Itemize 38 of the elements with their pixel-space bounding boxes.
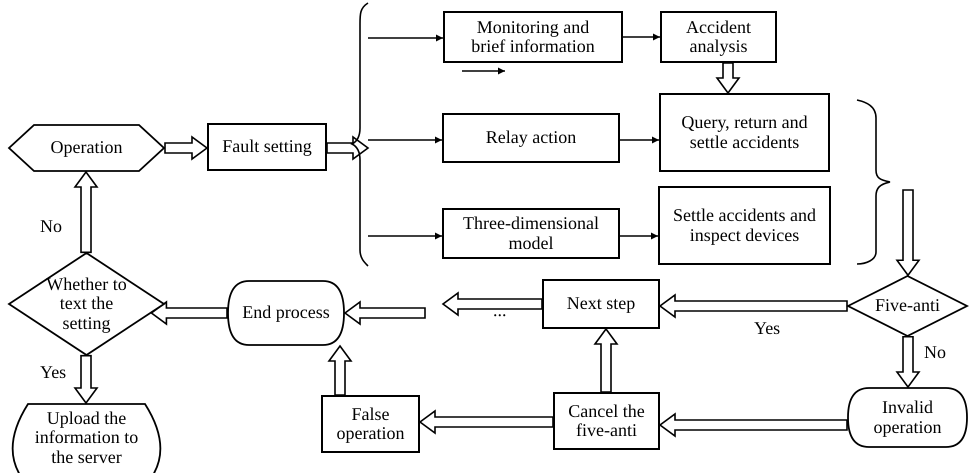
block-arrow: [326, 135, 370, 161]
process-box: Query, return and settle accidents: [659, 93, 830, 172]
block-arrow: [164, 135, 208, 161]
block-arrow: [895, 336, 921, 388]
process-box: Cancel the five-anti: [553, 392, 660, 450]
arrow: [368, 232, 442, 240]
process-box: Monitoring and brief information: [443, 11, 623, 63]
block-arrow: [658, 412, 848, 438]
block-arrow: [658, 293, 848, 319]
terminal-hexagon: Operation: [8, 124, 165, 172]
process-box: Relay action: [442, 113, 620, 163]
rounded-box: End process: [227, 280, 345, 346]
process-box: Next step: [542, 279, 660, 329]
arrow: [620, 232, 658, 240]
block-arrow: [327, 344, 353, 396]
decision-diamond: Whether to text the setting: [8, 252, 165, 356]
decision-diamond: Five-anti: [847, 275, 968, 337]
block-arrow: [150, 300, 228, 326]
process-box: False operation: [321, 395, 420, 453]
process-box: Settle accidents and inspect devices: [658, 186, 831, 265]
block-arrow: [344, 300, 426, 326]
rounded-box: Invalid operation: [847, 387, 968, 448]
process-box: Fault setting: [207, 123, 327, 171]
block-arrow: [593, 328, 619, 393]
arrow: [620, 136, 659, 144]
process-box: Accident analysis: [660, 11, 777, 63]
arrow: [368, 34, 443, 42]
arrow: [368, 136, 442, 144]
ellipsis-label: ...: [493, 300, 506, 321]
block-arrow: [73, 170, 99, 254]
block-arrow: [442, 291, 543, 317]
block-arrow: [418, 409, 554, 435]
arrow: [623, 34, 660, 40]
block-arrow: [73, 354, 99, 404]
block-arrow: [715, 62, 741, 94]
block-arrow: [895, 189, 921, 277]
process-box: Three-dimensional model: [442, 208, 620, 259]
brace: [351, 3, 368, 267]
